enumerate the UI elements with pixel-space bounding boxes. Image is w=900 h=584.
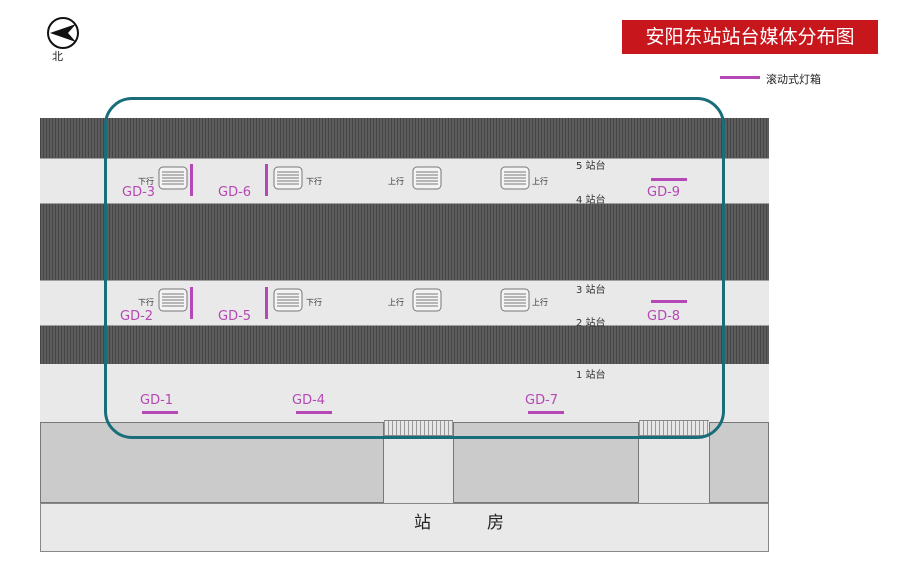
direction-label-up: 上行 [388, 298, 404, 307]
station-block-right [709, 422, 769, 503]
ad-label-gd8: GD-8 [647, 309, 681, 324]
station-hall [40, 503, 769, 552]
ad-label-gd2: GD-2 [120, 309, 154, 324]
direction-label-down: 下行 [138, 298, 154, 307]
legend-line-icon [720, 76, 760, 79]
direction-label-up: 上行 [532, 298, 548, 307]
escalator-icon [158, 166, 188, 190]
platform-2-label: 2 站台 [576, 318, 606, 329]
ad-label-gd4: GD-4 [292, 393, 326, 408]
ad-marker-gd3-line [190, 164, 193, 196]
legend-label: 滚动式灯箱 [766, 73, 821, 86]
north-label: 北 [52, 50, 63, 63]
ad-marker-gd8-line [651, 300, 687, 303]
direction-label-up: 上行 [388, 177, 404, 186]
ad-label-gd1: GD-1 [140, 393, 174, 408]
ad-marker-gd4-line [296, 411, 332, 414]
direction-label-down: 下行 [306, 298, 322, 307]
compass-north-arrow-icon [46, 16, 80, 50]
ad-marker-gd2-line [190, 287, 193, 319]
ad-label-gd5: GD-5 [218, 309, 252, 324]
station-block-middle [453, 422, 639, 503]
escalator-icon [158, 288, 188, 312]
escalator-icon [500, 166, 530, 190]
track-band-middle [40, 204, 769, 280]
station-block-left [40, 422, 384, 503]
ad-marker-gd1-line [142, 411, 178, 414]
ad-label-gd7: GD-7 [525, 393, 559, 408]
escalator-icon [273, 288, 303, 312]
ad-marker-gd7-line [528, 411, 564, 414]
page-title: 安阳东站站台媒体分布图 [622, 20, 878, 54]
escalator-icon [273, 166, 303, 190]
platform-3-label: 3 站台 [576, 285, 606, 296]
platform-4-label: 4 站台 [576, 195, 606, 206]
direction-label-down: 下行 [306, 177, 322, 186]
ad-marker-gd6-line [265, 164, 268, 196]
passage-right [639, 420, 709, 436]
escalator-icon [500, 288, 530, 312]
platform-1-label: 1 站台 [576, 370, 606, 381]
ad-label-gd9: GD-9 [647, 185, 681, 200]
direction-label-down: 下行 [138, 177, 154, 186]
escalator-icon [412, 288, 442, 312]
track-band-top [40, 118, 769, 158]
ad-marker-gd5-line [265, 287, 268, 319]
station-hall-char-1: 站 [414, 513, 433, 533]
platform-5-label: 5 站台 [576, 161, 606, 172]
track-band-bottom [40, 326, 769, 364]
highlight-outline [104, 97, 725, 439]
ad-marker-gd9-line [651, 178, 687, 181]
direction-label-up: 上行 [532, 177, 548, 186]
ad-label-gd6: GD-6 [218, 185, 252, 200]
passage-left [384, 420, 453, 436]
escalator-icon [412, 166, 442, 190]
station-hall-char-2: 房 [487, 513, 506, 533]
ad-label-gd3: GD-3 [122, 185, 156, 200]
